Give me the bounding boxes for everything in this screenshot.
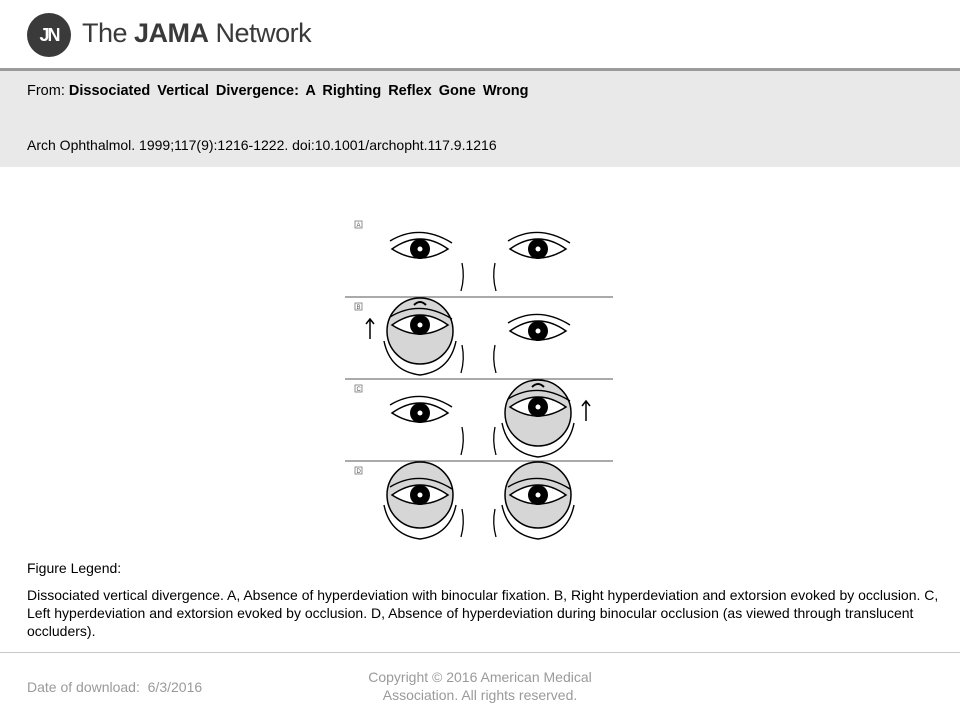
eyebrow-line [507, 231, 571, 244]
up-arrow-icon [581, 399, 591, 421]
from-line: From: Dissociated Vertical Divergence: A… [27, 83, 528, 99]
pupil-highlight [417, 246, 423, 252]
torsion-arrow-icon [531, 383, 545, 388]
eyebrow-line [389, 477, 453, 490]
eyebrow-line [507, 389, 571, 402]
header-divider [0, 68, 960, 71]
eyebrow-line [507, 477, 571, 490]
nose-line [460, 508, 464, 538]
hand-outline [501, 504, 575, 540]
legend-heading: Figure Legend: [27, 560, 122, 576]
nose-line [460, 344, 464, 374]
brand-bold: JAMA [134, 18, 209, 48]
nose-line [460, 426, 464, 456]
figure-image: A B C D [345, 220, 613, 540]
pupil-highlight [535, 246, 541, 252]
panel-label-box [354, 302, 363, 311]
download-label: Date of download: [27, 679, 140, 695]
copyright-line-2: Association. All rights reserved. [382, 687, 578, 704]
eyebrow-line [389, 231, 453, 244]
hand-outline [501, 422, 575, 458]
pupil-highlight [417, 410, 423, 416]
eyebrow-line [389, 307, 453, 320]
panel-label: B [357, 305, 361, 311]
download-date-value: 6/3/2016 [147, 679, 203, 695]
pupil-highlight [417, 322, 423, 328]
nose-line [493, 508, 497, 538]
nose-line [460, 262, 464, 292]
brand-name[interactable]: The JAMA Network [82, 18, 312, 49]
jn-logo-icon[interactable]: JN [27, 13, 71, 57]
pupil-highlight [535, 492, 541, 498]
pupil-highlight [417, 492, 423, 498]
citation-band: From: Dissociated Vertical Divergence: A… [0, 71, 960, 167]
pupil-highlight [535, 404, 541, 410]
site-header: JN The JAMA Network [0, 0, 960, 68]
up-arrow-icon [365, 317, 375, 339]
hand-outline [383, 504, 457, 540]
copyright-notice: Copyright © 2016 American Medical Associ… [350, 668, 610, 704]
hand-outline [383, 340, 457, 376]
download-date: Date of download: 6/3/2016 [27, 679, 202, 695]
brand-suffix: Network [208, 18, 312, 48]
nose-line [493, 426, 497, 456]
panel-label: D [357, 469, 362, 475]
torsion-arrow-icon [413, 301, 427, 306]
panel-label-box [354, 466, 363, 475]
eyebrow-line [389, 395, 453, 408]
citation-reference: Arch Ophthalmol. 1999;117(9):1216-1222. … [27, 137, 497, 153]
brand-prefix: The [82, 18, 135, 48]
nose-line [493, 262, 497, 292]
panel-label-box [354, 384, 363, 393]
panel-label-box [354, 220, 363, 229]
footer-divider [0, 652, 960, 653]
eyebrow-line [507, 313, 571, 326]
pupil-highlight [535, 328, 541, 334]
panel-label: A [357, 223, 361, 229]
nose-line [493, 344, 497, 374]
article-title: Dissociated Vertical Divergence: A Right… [68, 83, 529, 99]
from-label: From: [27, 83, 65, 99]
legend-text: Dissociated vertical divergence. A, Abse… [27, 587, 939, 640]
panel-label: C [357, 387, 362, 393]
copyright-line-1: Copyright © 2016 American Medical [368, 669, 592, 685]
